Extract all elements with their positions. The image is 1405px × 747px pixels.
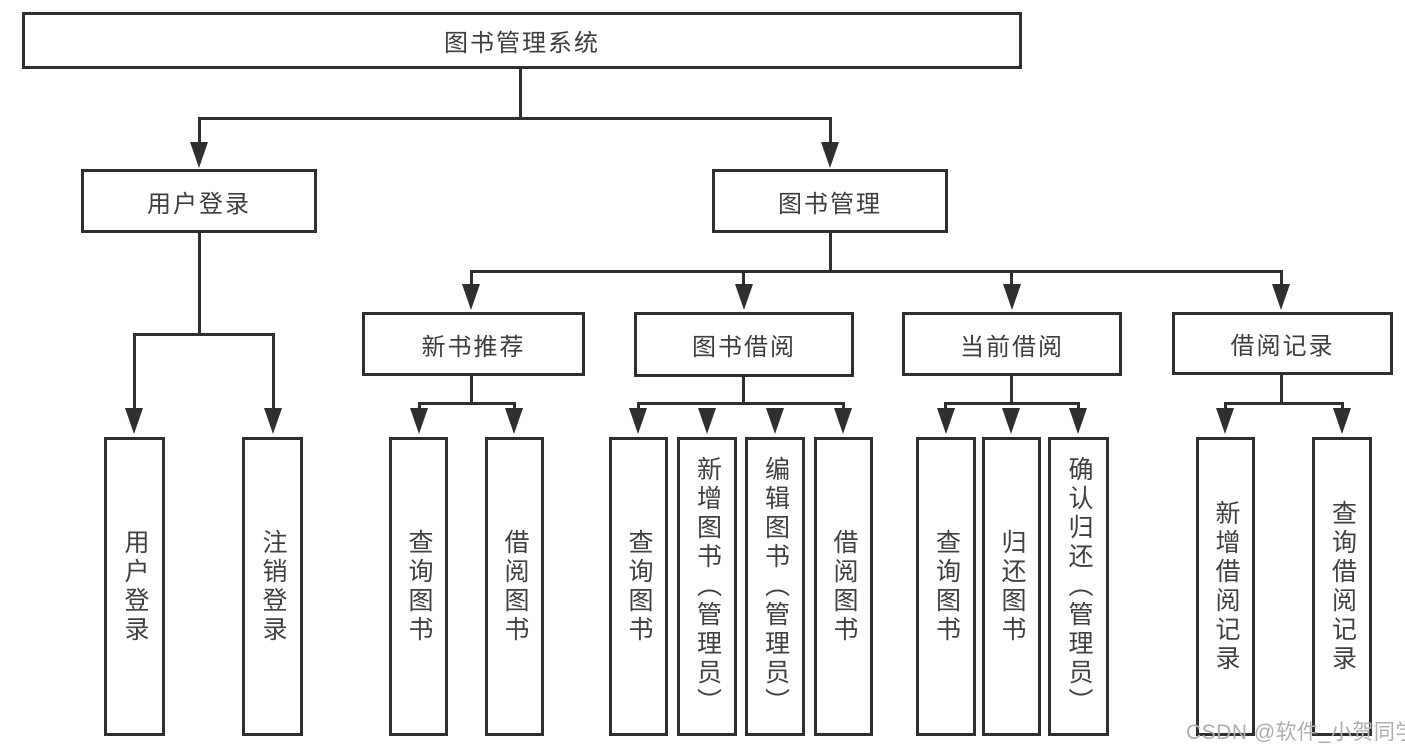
connector-line (513, 402, 516, 412)
arrow-head (462, 284, 480, 310)
leaf-label: 借阅图书 (501, 528, 529, 645)
connector-line (418, 402, 421, 412)
leaf-query-book: 查询图书 (916, 437, 976, 736)
leaf-label: 新增图书（管理员） (693, 456, 722, 717)
leaf-edit-book-admin: 编辑图书（管理员） (745, 437, 805, 736)
leaf-add-borrow-record: 新增借阅记录 (1196, 437, 1255, 736)
connector-line (272, 333, 275, 411)
connector-line (944, 402, 1080, 405)
leaf-confirm-return-admin: 确认归还（管理员） (1048, 437, 1109, 736)
node-label: 新书推荐 (421, 333, 526, 361)
connector-line (470, 376, 473, 404)
connector-line (1010, 376, 1013, 404)
leaf-label: 查询图书 (405, 528, 433, 645)
node-label: 用户登录 (147, 190, 251, 218)
leaf-label: 查询借阅记录 (1328, 499, 1357, 674)
node-label: 图书借阅 (692, 334, 796, 361)
leaf-query-book: 查询图书 (389, 437, 448, 736)
connector-line (519, 68, 522, 120)
connector-line (1077, 402, 1080, 412)
arrow-head (410, 408, 428, 434)
leaf-label: 注销登录 (259, 528, 287, 645)
connector-line (1280, 270, 1283, 286)
connector-line (198, 117, 832, 120)
leaf-label: 编辑图书（管理员） (761, 456, 790, 717)
leaf-return-book: 归还图书 (982, 437, 1041, 736)
arrow-head (1069, 408, 1087, 434)
leaf-label: 新增借阅记录 (1212, 499, 1240, 674)
leaf-borrow-book: 借阅图书 (814, 437, 873, 736)
node-root-library-system: 图书管理系统 (22, 12, 1022, 69)
node-label: 借阅记录 (1230, 333, 1335, 360)
connector-line (829, 117, 832, 145)
arrow-head (698, 408, 716, 434)
node-label: 图书管理 (778, 190, 882, 218)
node-book-borrow: 图书借阅 (634, 312, 854, 377)
connector-line (470, 270, 1283, 273)
connector-line (742, 270, 745, 286)
arrow-head (1216, 408, 1234, 434)
connector-line (133, 333, 275, 336)
arrow-head (834, 408, 852, 434)
connector-line (829, 233, 832, 272)
connector-line (742, 377, 745, 404)
leaf-label: 确认归还（管理员） (1065, 456, 1093, 717)
arrow-head (190, 142, 208, 168)
arrow-head (1333, 408, 1351, 434)
arrow-head (125, 408, 143, 434)
arrow-head (937, 408, 955, 434)
arrow-head (735, 284, 753, 310)
connector-line (1341, 402, 1344, 412)
connector-line (637, 402, 640, 412)
node-user-login: 用户登录 (81, 169, 317, 233)
connector-line (842, 402, 845, 412)
connector-line (1224, 402, 1227, 412)
connector-line (1224, 402, 1344, 405)
arrow-head (821, 142, 839, 168)
node-borrow-records: 借阅记录 (1172, 312, 1393, 375)
leaf-label: 查询图书 (625, 528, 653, 645)
arrow-head (1003, 284, 1021, 310)
arrow-head (505, 408, 523, 434)
leaf-user-login: 用户登录 (104, 437, 165, 736)
leaf-label: 用户登录 (121, 528, 149, 645)
arrow-head (766, 408, 784, 434)
connector-line (133, 333, 136, 411)
arrow-head (1002, 408, 1020, 434)
connector-line (418, 402, 516, 405)
leaf-label: 借阅图书 (830, 528, 858, 645)
arrow-head (629, 408, 647, 434)
connector-line (198, 117, 201, 145)
leaf-label: 查询图书 (932, 528, 961, 645)
arrow-head (1272, 284, 1290, 310)
connector-line (1010, 270, 1013, 286)
connector-line (944, 402, 947, 412)
node-new-book-recommend: 新书推荐 (362, 312, 585, 376)
node-current-borrow: 当前借阅 (902, 312, 1122, 376)
leaf-query-book: 查询图书 (609, 437, 668, 736)
connector-line (637, 402, 845, 405)
node-book-management: 图书管理 (712, 169, 948, 233)
leaf-query-borrow-record: 查询借阅记录 (1312, 437, 1372, 736)
node-label: 图书管理系统 (444, 30, 600, 57)
connector-line (198, 233, 201, 336)
leaf-borrow-book: 借阅图书 (485, 437, 544, 736)
connector-line (470, 270, 473, 286)
leaf-add-book-admin: 新增图书（管理员） (677, 437, 737, 736)
node-label: 当前借阅 (960, 333, 1064, 361)
connector-line (1280, 375, 1283, 404)
leaf-logout: 注销登录 (242, 437, 303, 736)
csdn-watermark: CSDN @软件_小贺同学 (1186, 721, 1405, 744)
arrow-head (264, 408, 282, 434)
leaf-label: 归还图书 (998, 528, 1026, 645)
